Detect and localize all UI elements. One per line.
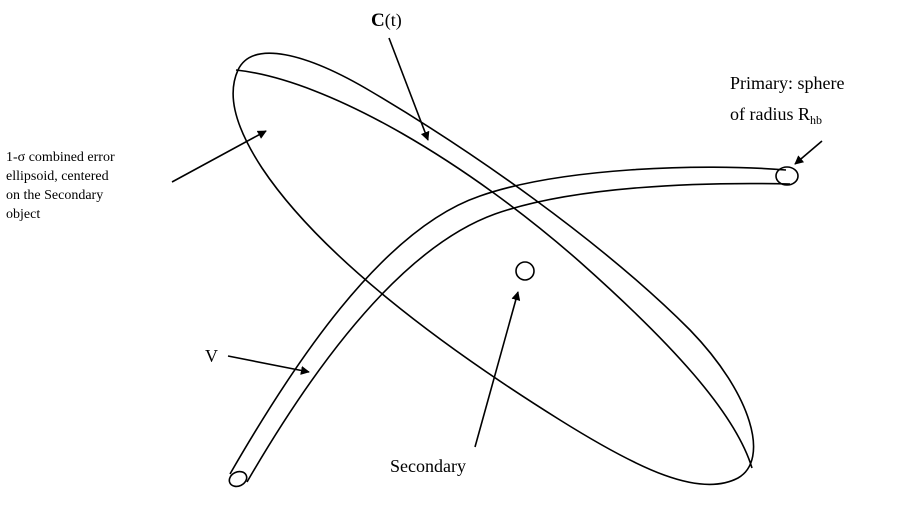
- tube-lower-edge: [246, 182, 791, 483]
- svg-text:object: object: [6, 207, 40, 222]
- svg-text:ellipsoid, centered: ellipsoid, centered: [6, 169, 109, 184]
- svg-text:Primary: sphere: Primary: sphere: [730, 73, 844, 93]
- error-ellipsoid: [232, 52, 755, 486]
- velocity-tube: [228, 166, 799, 488]
- v-label: V: [205, 346, 218, 366]
- tube-upper-edge: [229, 166, 787, 475]
- secondary-label: Secondary: [390, 456, 466, 476]
- primary-arrow: [794, 140, 823, 165]
- tube-start-cap: [228, 470, 248, 488]
- ellipsoid-arrow: [171, 130, 267, 183]
- ellipsoid-label: 1-σ combined error ellipsoid, centered o…: [6, 150, 115, 222]
- svg-text:of radius Rhb: of radius Rhb: [730, 104, 822, 127]
- secondary-object: [515, 261, 535, 281]
- v-arrow: [227, 355, 310, 375]
- ellipsoid-inner-curve: [235, 69, 753, 469]
- svg-text:1-σ combined error: 1-σ combined error: [6, 150, 115, 165]
- secondary-arrow: [474, 291, 521, 448]
- svg-text:on the Secondary: on the Secondary: [6, 188, 103, 203]
- ct-arrow: [388, 37, 430, 141]
- ct-label: C(t): [371, 10, 402, 31]
- primary-label: Primary: sphere of radius Rhb: [730, 73, 844, 127]
- ellipsoid-outer-edge: [232, 52, 755, 486]
- primary-sphere: [775, 166, 799, 186]
